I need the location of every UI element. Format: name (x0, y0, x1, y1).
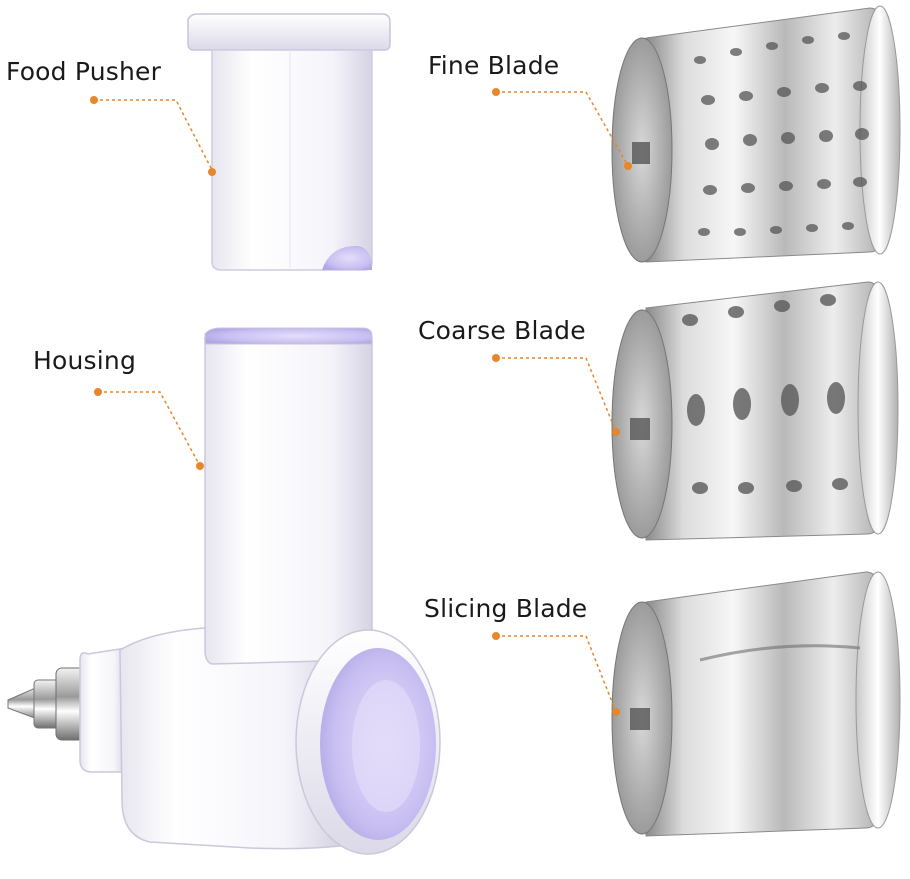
fine-blade (611, 5, 901, 263)
coarse-blade-holes (682, 294, 848, 494)
label-slicing-blade: Slicing Blade (424, 594, 588, 623)
label-fine-blade: Fine Blade (428, 51, 560, 80)
leader-dots (90, 88, 632, 716)
label-housing: Housing (33, 346, 137, 375)
fine-blade-holes (694, 32, 869, 236)
housing (7, 327, 441, 855)
slicing-blade (611, 571, 901, 837)
label-coarse-blade: Coarse Blade (418, 316, 586, 345)
leader-lines (94, 91, 629, 713)
coarse-blade (611, 281, 899, 541)
label-food-pusher: Food Pusher (6, 57, 162, 86)
food-pusher (187, 13, 391, 271)
